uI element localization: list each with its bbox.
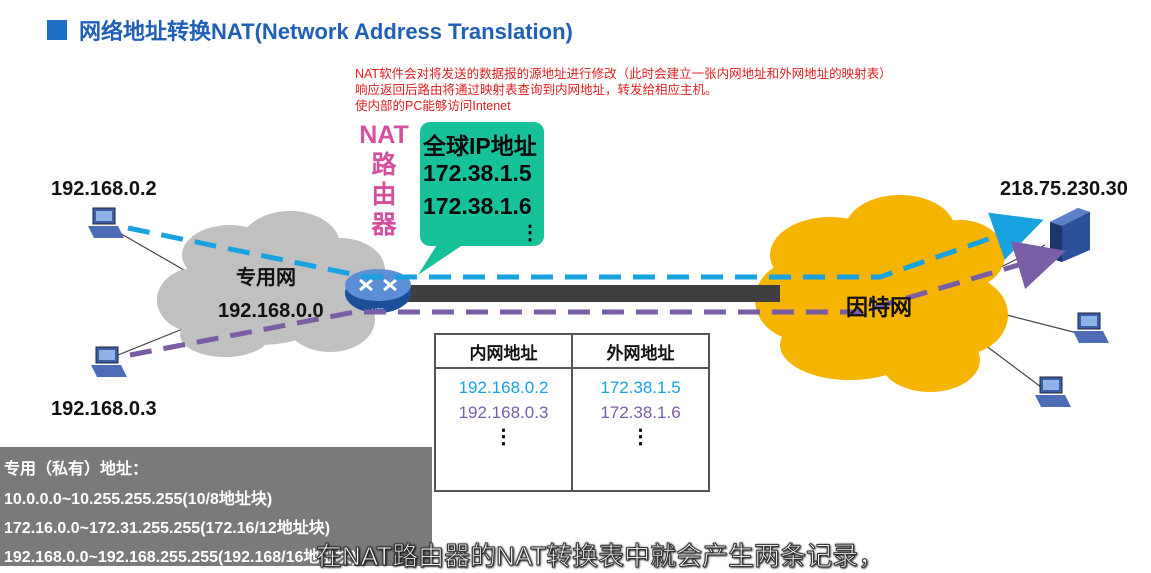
host-pc-icon-192-168-0-3 xyxy=(91,346,127,377)
host-label-server: 218.75.230.30 xyxy=(1000,178,1128,200)
table-body-row: 192.168.0.2 192.168.0.3 ⋮ 172.38.1.5 172… xyxy=(434,367,710,492)
host-pc-icon-right-1 xyxy=(1073,312,1109,343)
table-header-row: 内网地址 外网地址 xyxy=(434,333,710,369)
title-square-icon xyxy=(47,20,67,40)
host-label-left-bottom: 192.168.0.3 xyxy=(51,398,157,420)
private-network-address: 192.168.0.0 xyxy=(218,300,324,322)
nat-router-label: NAT 路 由 器 xyxy=(356,120,412,240)
global-ip-box xyxy=(420,122,544,246)
outer-address: 172.38.1.6 xyxy=(600,403,681,422)
header-inner-address: 内网地址 xyxy=(434,333,573,369)
private-network-name: 专用网 xyxy=(236,267,296,289)
global-ip-ellipsis: ⋮ xyxy=(520,222,540,244)
private-address-range: 192.168.0.0~192.168.255.255(192.168/16地址… xyxy=(4,549,357,566)
outer-ellipsis: ⋮ xyxy=(630,426,651,448)
router-label-char-1: 路 xyxy=(371,151,397,179)
outer-address: 172.38.1.5 xyxy=(600,378,681,397)
path-blue-dashed xyxy=(127,212,1044,280)
host-label-left-top: 192.168.0.2 xyxy=(51,178,157,200)
internet-cloud xyxy=(755,195,1008,392)
host-pc-icon-192-168-0-2 xyxy=(88,207,124,238)
nat-translation-table: 内网地址 外网地址 192.168.0.2 192.168.0.3 ⋮ 172.… xyxy=(434,333,710,492)
note-line-2: 响应返回后路由将通过映射表查询到内网地址，转发给相应主机。 xyxy=(355,83,718,97)
router-label-char-3: 器 xyxy=(371,211,397,239)
private-address-title: 专用（私有）地址： xyxy=(4,461,149,478)
internet-name: 因特网 xyxy=(846,295,913,320)
inner-address: 192.168.0.2 xyxy=(458,378,549,397)
backbone-link xyxy=(400,285,780,302)
global-ip-item: 172.38.1.5 xyxy=(423,160,532,186)
host-pc-icon-right-2 xyxy=(1035,376,1071,407)
private-address-range: 172.16.0.0~172.31.255.255(172.16/12地址块) xyxy=(4,520,331,537)
server-icon-218-75-230-30 xyxy=(1050,208,1090,262)
note-line-3: 使内部的PC能够访问Intenet xyxy=(355,99,511,113)
global-ip-item: 172.38.1.6 xyxy=(423,193,532,219)
inner-address-cell: 192.168.0.2 192.168.0.3 ⋮ xyxy=(434,367,573,492)
page-title: 网络地址转换NAT(Network Address Translation) xyxy=(79,19,573,44)
private-address-range: 10.0.0.0~10.255.255.255(10/8地址块) xyxy=(4,491,273,508)
inner-address: 192.168.0.3 xyxy=(458,403,549,422)
outer-address-cell: 172.38.1.5 172.38.1.6 ⋮ xyxy=(571,367,710,492)
private-address-box: 专用（私有）地址： 10.0.0.0~10.255.255.255(10/8地址… xyxy=(0,447,432,566)
inner-ellipsis: ⋮ xyxy=(493,426,514,448)
explanation-note: NAT软件会对将发送的数据报的源地址进行修改（此时会建立一张内网地址和外网地址的… xyxy=(355,66,892,114)
router-label-latin: NAT xyxy=(359,121,409,149)
global-box-pointer xyxy=(418,240,470,275)
path-purple-dashed xyxy=(129,241,1066,358)
page-title-bar: 网络地址转换NAT(Network Address Translation) xyxy=(47,14,573,46)
video-subtitle: 在NAT路由器的NAT转换表中就会产生两条记录， xyxy=(315,541,885,572)
router-label-char-2: 由 xyxy=(371,181,397,209)
header-outer-address: 外网地址 xyxy=(571,333,710,369)
note-line-1: NAT软件会对将发送的数据报的源地址进行修改（此时会建立一张内网地址和外网地址的… xyxy=(355,67,892,81)
global-ip-title: 全球IP地址 xyxy=(423,133,537,159)
